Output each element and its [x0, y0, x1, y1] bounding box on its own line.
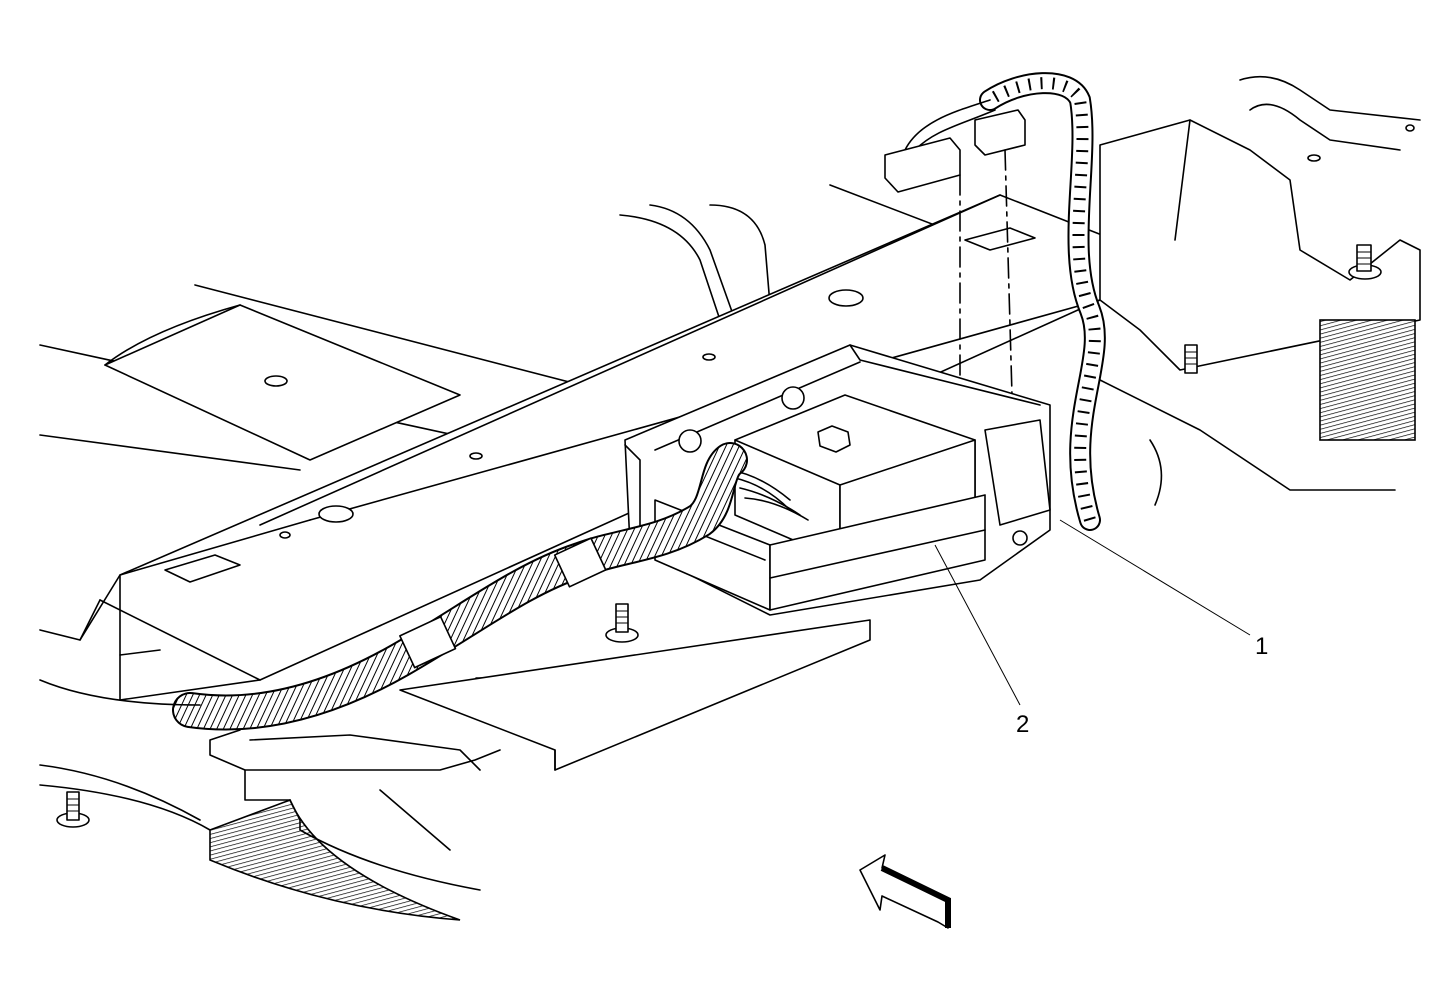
stud-icon: [1348, 244, 1382, 280]
stud-icon: [1184, 344, 1198, 374]
right-studs: [1184, 244, 1382, 374]
right-bracket: [1099, 75, 1421, 506]
forward-arrow-icon: [859, 854, 951, 929]
harness-clip: [399, 537, 607, 669]
callout-1-label: 1: [1255, 633, 1268, 660]
callout-2-label: 2: [1016, 711, 1029, 738]
bolt-icon: [678, 429, 702, 453]
stud-icon: [605, 603, 639, 643]
lower-frame: [39, 679, 501, 921]
hex-nut-icon: [817, 425, 851, 453]
upper-harness: [904, 72, 1106, 531]
harness-connectors: [884, 109, 1026, 421]
leader-lines: [934, 519, 1251, 706]
floor-plate: [399, 619, 871, 771]
stud-icon: [56, 791, 90, 828]
control-module: [654, 394, 1051, 611]
bolt-icon: [781, 386, 805, 410]
main-harness: [172, 442, 748, 731]
